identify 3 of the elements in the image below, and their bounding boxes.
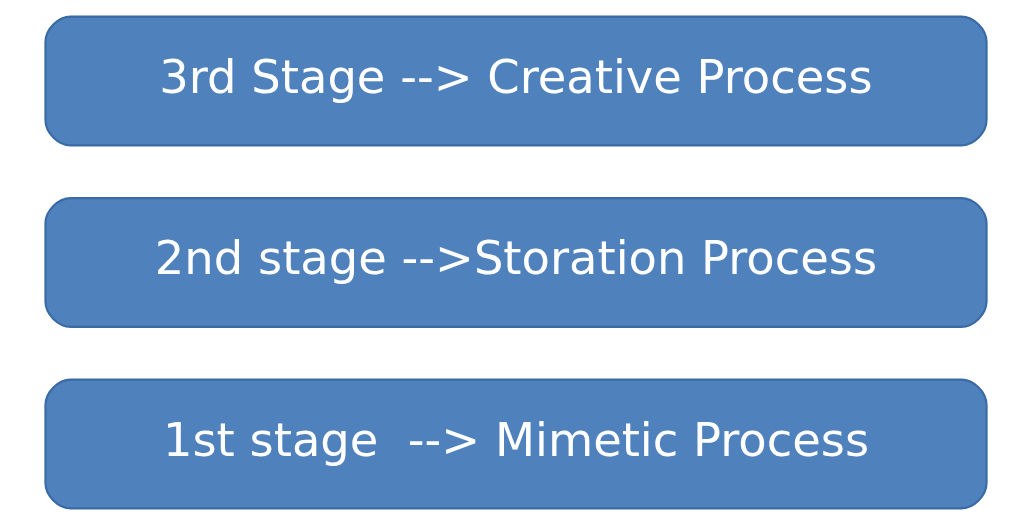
node-box: 2nd stage -->Storation Process <box>44 197 988 328</box>
node-box: 3rd Stage --> Creative Process <box>44 15 988 147</box>
node-box: 1st stage --> Mimetic Process <box>44 378 988 510</box>
